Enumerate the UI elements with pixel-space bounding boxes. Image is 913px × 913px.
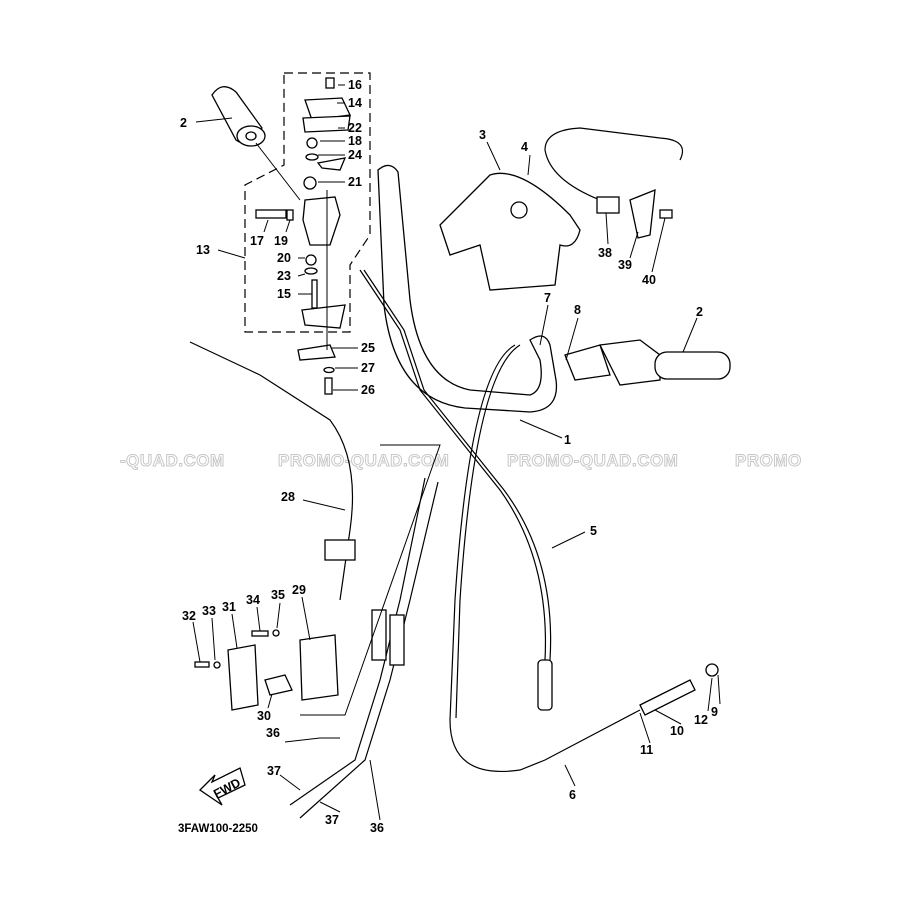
callout-35[interactable]: 35 [271,588,285,602]
callout-6[interactable]: 6 [569,788,576,802]
callout-16[interactable]: 16 [348,78,362,92]
callout-37[interactable]: 37 [267,764,281,778]
callout-24[interactable]: 24 [348,148,362,162]
choke-cable [544,127,684,239]
callout-31[interactable]: 31 [222,600,236,614]
callout-28[interactable]: 28 [281,490,295,504]
watermark: -QUAD.COM PROMO-QUAD.COM PROMO-QUAD.COM … [120,451,802,471]
callout-38[interactable]: 38 [598,246,612,260]
assembly-13-outline [244,72,371,333]
switch-unit [194,444,441,716]
callout-9[interactable]: 9 [711,705,718,719]
callout-19[interactable]: 19 [274,234,288,248]
callout-39[interactable]: 39 [618,258,632,272]
callouts: 2 16 14 22 18 24 21 17 19 13 20 23 15 25… [180,78,718,835]
callout-25[interactable]: 25 [361,341,375,355]
callout-40[interactable]: 40 [642,273,656,287]
callout-2[interactable]: 2 [696,305,703,319]
callout-36[interactable]: 36 [266,726,280,740]
handlebar [377,164,558,413]
callout-32[interactable]: 32 [182,609,196,623]
callout-13[interactable]: 13 [196,243,210,257]
callout-27[interactable]: 27 [361,361,375,375]
right-grip [564,339,731,386]
callout-17[interactable]: 17 [250,234,264,248]
callout-30[interactable]: 30 [257,709,271,723]
callout-36[interactable]: 36 [370,821,384,835]
callout-20[interactable]: 20 [277,251,291,265]
callout-23[interactable]: 23 [277,269,291,283]
fwd-arrow: FWD [198,767,246,806]
callout-34[interactable]: 34 [246,593,260,607]
callout-18[interactable]: 18 [348,134,362,148]
callout-11[interactable]: 11 [640,743,653,757]
throttle-housing [255,77,351,395]
cables [189,269,719,819]
callout-2[interactable]: 2 [180,116,187,130]
callout-5[interactable]: 5 [590,524,597,538]
callout-4[interactable]: 4 [521,140,528,154]
callout-15[interactable]: 15 [277,287,291,301]
left-grip [211,86,266,147]
callout-21[interactable]: 21 [348,175,362,189]
watermark-text: PROMO-QUAD.COM [278,451,449,470]
callout-1[interactable]: 1 [564,433,571,447]
callout-3[interactable]: 3 [479,128,486,142]
callout-14[interactable]: 14 [348,96,362,110]
callout-12[interactable]: 12 [694,713,708,727]
callout-10[interactable]: 10 [670,724,684,738]
callout-33[interactable]: 33 [202,604,216,618]
callout-22[interactable]: 22 [348,121,362,135]
callout-37[interactable]: 37 [325,813,339,827]
callout-26[interactable]: 26 [361,383,375,397]
callout-7[interactable]: 7 [544,291,551,305]
callout-29[interactable]: 29 [292,583,306,597]
watermark-text: PROMO-QUAD.COM [507,451,678,470]
handlebar-cover [439,172,581,291]
watermark-text: PROMO [735,451,802,470]
callout-8[interactable]: 8 [574,303,581,317]
watermark-text: -QUAD.COM [120,451,225,470]
leader-lines [192,84,721,821]
diagram-code: 3FAW100-2250 [178,823,258,835]
